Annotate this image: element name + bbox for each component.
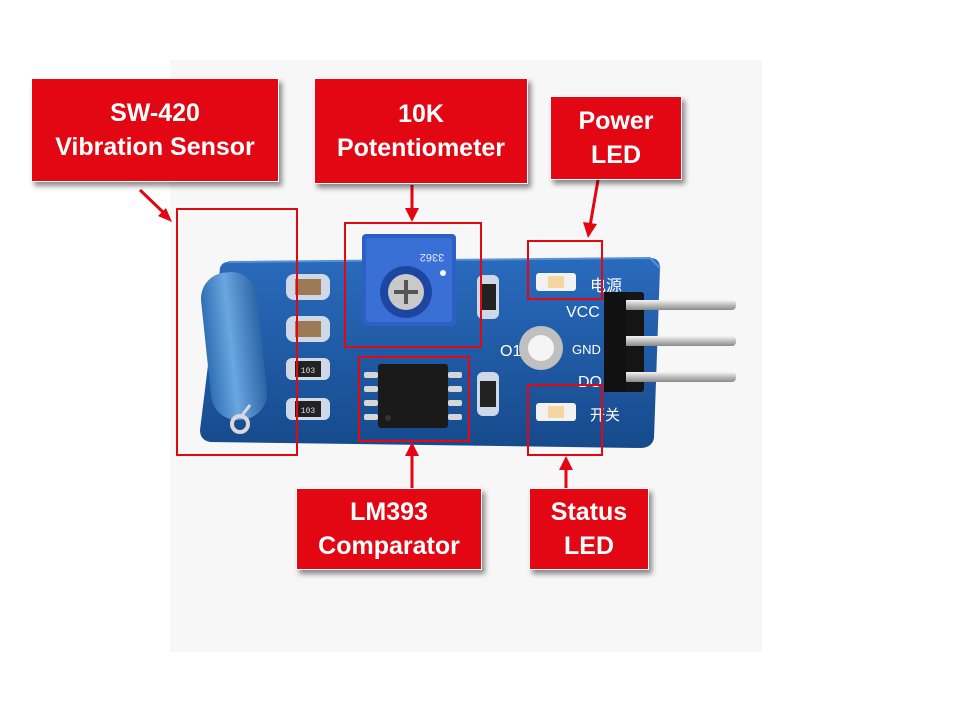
vibration-switch-component	[200, 272, 268, 434]
vcc-text: VCC	[566, 304, 600, 321]
label-status-led-line2: LED	[564, 532, 614, 560]
mounting-hole	[519, 326, 563, 370]
power-led	[536, 273, 576, 291]
label-status-led: Status LED	[529, 488, 649, 570]
power-cn-text: 电源	[590, 276, 622, 295]
hole-label: O1	[500, 343, 521, 360]
label-potentiometer-line2: Potentiometer	[336, 134, 506, 162]
status-led	[536, 403, 576, 421]
highlight-comparator	[358, 356, 470, 442]
do-text: DO	[578, 374, 602, 391]
label-power-led-line2: LED	[591, 141, 641, 169]
gnd-text: GND	[572, 342, 601, 357]
potentiometer-code: 3362	[420, 251, 444, 263]
label-status-led-line1: Status	[550, 498, 628, 526]
resistor-code-2: 103	[301, 407, 316, 416]
potentiometer-component: 3362	[362, 234, 456, 326]
label-vibration-sensor: SW-420 Vibration Sensor	[31, 78, 279, 182]
highlight-status-led	[527, 384, 603, 456]
arrow-status-led	[559, 456, 573, 490]
arrow-power-led	[583, 179, 600, 238]
label-potentiometer: 10K Potentiometer	[314, 78, 528, 184]
resistor-code-1: 103	[301, 367, 316, 376]
arrow-comparator	[405, 442, 419, 490]
arrow-vibration-sensor	[138, 188, 172, 222]
arrow-potentiometer	[405, 185, 419, 222]
highlight-power-led	[527, 240, 603, 300]
label-comparator: LM393 Comparator	[296, 488, 482, 570]
smd-resistor-3	[477, 275, 499, 319]
label-power-led: Power LED	[550, 96, 682, 180]
label-comparator-line1: LM393	[350, 498, 428, 526]
highlight-potentiometer	[344, 222, 482, 348]
label-vibration-sensor-line1: SW-420	[110, 99, 200, 127]
lm393-ic	[364, 364, 462, 428]
label-comparator-line2: Comparator	[318, 532, 460, 560]
label-power-led-line1: Power	[578, 107, 654, 135]
arrows	[138, 179, 600, 490]
switch-cn-text: 开关	[590, 406, 620, 424]
label-vibration-sensor-line2: Vibration Sensor	[55, 133, 255, 161]
header-pins	[604, 292, 736, 392]
label-potentiometer-line1: 10K	[398, 100, 444, 128]
smd-resistor-4	[477, 372, 499, 416]
highlight-vibration-sensor	[176, 208, 298, 456]
